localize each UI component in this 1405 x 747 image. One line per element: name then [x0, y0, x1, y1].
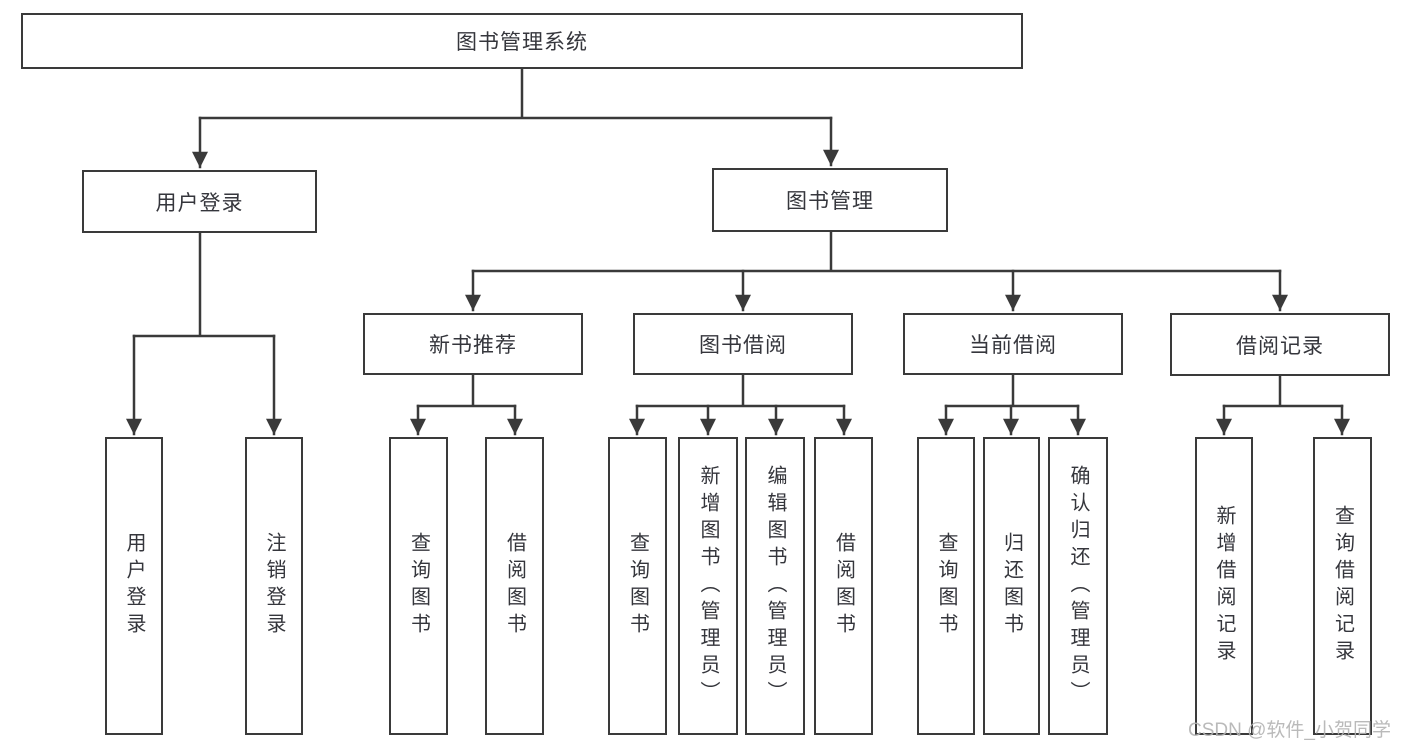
node-current-query-books-label: 查询图书	[935, 532, 957, 640]
node-borrow-add-books-admin-label: 新增图书（管理员）	[697, 464, 719, 708]
node-newrec-borrow-books-label: 借阅图书	[503, 532, 526, 640]
node-borrow-edit-books-admin: 编辑图书（管理员）	[745, 437, 805, 735]
node-current-return-books: 归还图书	[983, 437, 1040, 735]
node-root: 图书管理系统	[21, 13, 1023, 69]
node-current-confirm-return-admin-label: 确认归还（管理员）	[1067, 464, 1089, 708]
node-new-book-recommend-label: 新书推荐	[429, 334, 517, 357]
node-new-book-recommend: 新书推荐	[363, 313, 583, 375]
csdn-watermark: CSDN @软件_小贺同学	[1188, 720, 1391, 741]
node-borrow-records-label: 借阅记录	[1236, 334, 1324, 358]
node-borrow-query-books-label: 查询图书	[626, 532, 649, 640]
node-book-management: 图书管理	[712, 168, 948, 232]
node-borrow-records: 借阅记录	[1170, 313, 1390, 376]
node-book-management-label: 图书管理	[786, 190, 874, 213]
node-records-add-record-label: 新增借阅记录	[1213, 505, 1235, 667]
node-user-login: 用户登录	[105, 437, 163, 735]
node-book-borrow: 图书借阅	[633, 313, 853, 375]
node-user-login-group-label: 用户登录	[155, 191, 244, 215]
node-newrec-query-books-label: 查询图书	[407, 532, 430, 640]
node-records-add-record: 新增借阅记录	[1195, 437, 1253, 735]
node-current-confirm-return-admin: 确认归还（管理员）	[1048, 437, 1108, 735]
node-newrec-query-books: 查询图书	[389, 437, 448, 735]
node-records-query-record: 查询借阅记录	[1313, 437, 1372, 735]
node-borrow-borrow-books: 借阅图书	[814, 437, 873, 735]
node-book-borrow-label: 图书借阅	[699, 334, 787, 357]
node-user-login-group: 用户登录	[82, 170, 317, 233]
node-borrow-edit-books-admin-label: 编辑图书（管理员）	[764, 464, 786, 708]
node-logout-label: 注销登录	[263, 532, 285, 640]
node-newrec-borrow-books: 借阅图书	[485, 437, 544, 735]
node-current-query-books: 查询图书	[917, 437, 975, 735]
node-current-borrow-label: 当前借阅	[969, 334, 1057, 357]
node-user-login-label: 用户登录	[123, 532, 145, 640]
node-records-query-record-label: 查询借阅记录	[1331, 505, 1354, 667]
node-borrow-add-books-admin: 新增图书（管理员）	[678, 437, 738, 735]
node-borrow-borrow-books-label: 借阅图书	[832, 532, 855, 640]
node-current-borrow: 当前借阅	[903, 313, 1123, 375]
node-root-label: 图书管理系统	[456, 31, 588, 54]
node-current-return-books-label: 归还图书	[1000, 532, 1023, 640]
node-logout: 注销登录	[245, 437, 303, 735]
node-borrow-query-books: 查询图书	[608, 437, 667, 735]
